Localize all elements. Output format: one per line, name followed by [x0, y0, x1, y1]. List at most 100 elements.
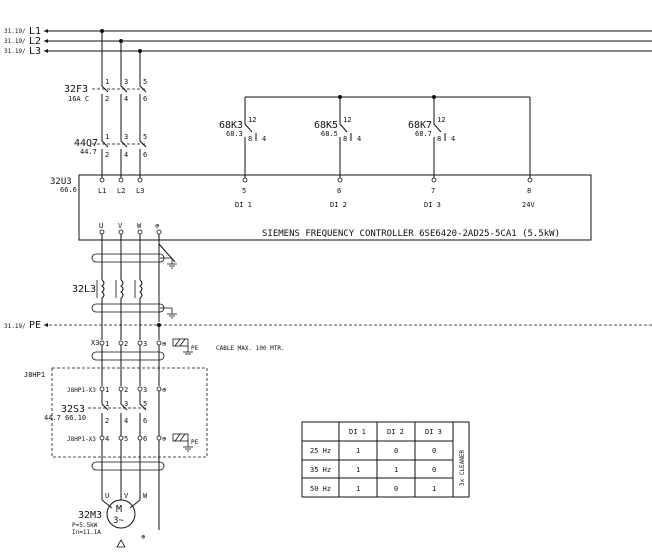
- motor-current: In=11.1A: [72, 529, 101, 536]
- table-cell: 1: [432, 485, 436, 493]
- x3-pe-label: PE: [191, 345, 199, 352]
- table-cell: 1: [394, 466, 398, 474]
- fuse-pin-2: 2: [105, 95, 109, 103]
- motor-term-u: U: [105, 492, 109, 500]
- bus-l1-arrow-icon: [44, 29, 48, 33]
- motor-term-w: W: [143, 492, 148, 500]
- switch-pin: 2: [105, 417, 109, 425]
- relay-pin-a: 8: [343, 135, 347, 143]
- bus-l1-name: L1: [29, 26, 41, 37]
- vfd-term-l1: L1: [98, 187, 106, 195]
- fuse-pin-4: 4: [124, 95, 128, 103]
- bus-l2-name: L2: [29, 36, 41, 47]
- bus-l3-name: L3: [29, 46, 41, 57]
- j8hp1-x3-pe-icon: ⊕: [162, 386, 167, 394]
- relay-pin-b: 4: [262, 135, 266, 143]
- vfd-term-v: V: [118, 222, 123, 230]
- vfd-di-term-6: 6: [337, 187, 341, 195]
- table-cell: 1: [356, 485, 360, 493]
- relay-name: 68K7: [408, 120, 432, 131]
- motor-32m3: U V W M 3~ 32M3 P=5.5kW In=11.1A ⊕: [72, 492, 148, 548]
- bus-l1-ref: 31.19/: [4, 28, 26, 35]
- relay-name: 68K5: [314, 120, 338, 131]
- bus-l3-arrow-icon: [44, 49, 48, 53]
- vfd-32u3: 32U3 66.6 L1 L2 L3 5 6 7 8 DI 1 DI 2 DI …: [50, 174, 592, 241]
- j8hp1-x3-pin: 5: [124, 435, 128, 443]
- j8hp1-pe-label: PE: [191, 439, 199, 446]
- j8hp1-x3-pin: 2: [124, 386, 128, 394]
- x3-pin: 2: [124, 340, 128, 348]
- table-cell-freq: 35 Hz: [310, 466, 331, 474]
- bus-lines: 31.19/ L1 31.19/ L2 31.19/ L3 31.19/ PE: [4, 26, 652, 331]
- vfd-ref: 66.6: [60, 186, 77, 194]
- switch-pin: 3: [124, 400, 128, 408]
- j8hp1-name: J8HP1: [24, 371, 45, 379]
- bus-pe-arrow-icon: [44, 323, 48, 327]
- relay-68k7: 68K7 68.7 12 8 4: [408, 116, 455, 143]
- bus-pe-name: PE: [29, 320, 41, 331]
- switch-name: 32S3: [61, 404, 85, 415]
- vfd-di-term-8: 8: [527, 187, 531, 195]
- shield-clamp-icon: [172, 338, 189, 347]
- fuse-name: 32F3: [64, 84, 88, 95]
- table-header: DI 1: [349, 428, 366, 436]
- vfd-name: 32U3: [50, 177, 72, 187]
- j8hp1-border: [51, 367, 208, 458]
- box-j8hp1: J8HP1 J8HP1-X3 1 2 3 ⊕ 32S3 44.7 66.10 1…: [24, 367, 208, 458]
- fuse-pin-3: 3: [124, 78, 128, 86]
- relay-pin-com: 12: [248, 116, 256, 124]
- switch-ref: 44.7 66.10: [44, 414, 86, 422]
- relay-pin-a: 8: [437, 135, 441, 143]
- relay-pin-b: 4: [357, 135, 361, 143]
- vfd-pe-icon: ⊕: [155, 222, 160, 230]
- contactor-pin-6: 6: [143, 151, 147, 159]
- shield-clamp-icon: [172, 433, 189, 442]
- motor-ground-triangle-icon: [116, 539, 126, 548]
- vfd-di-label: DI 2: [330, 201, 347, 209]
- relay-contacts: [244, 95, 531, 180]
- bus-pe-ref: 31.19/: [4, 323, 26, 330]
- table-side-box: [452, 421, 470, 498]
- j8hp1-x3-pin: 3: [143, 386, 147, 394]
- table-side-label: 3x CLEANER: [459, 449, 466, 486]
- contactor-ref: 44.7: [80, 148, 97, 156]
- relay-ref: 68.3: [226, 130, 243, 138]
- relay-pin-a: 8: [248, 135, 252, 143]
- motor-name: 32M3: [78, 510, 102, 521]
- relay-ref: 68.7: [415, 130, 432, 138]
- motor-pe-icon: ⊕: [141, 533, 146, 541]
- j8hp1-x3-pe-icon: ⊕: [162, 435, 167, 443]
- contactor-pin-3: 3: [124, 133, 128, 141]
- relay-pin-com: 12: [437, 116, 445, 124]
- x3-label: X3: [91, 339, 99, 347]
- bus-l2-arrow-icon: [44, 39, 48, 43]
- relay-name: 68K3: [219, 120, 243, 131]
- contactor-pin-5: 5: [143, 133, 147, 141]
- contactor-pin-4: 4: [124, 151, 128, 159]
- cable-note: CABLE MAX. 100 MTR.: [216, 345, 285, 352]
- motor-term-v: V: [124, 492, 129, 500]
- vfd-term-l2: L2: [117, 187, 125, 195]
- vfd-di-label: 24V: [522, 201, 535, 209]
- contactor-44q7: 44Q7 44.7 1 3 5 2 4 6: [74, 133, 147, 159]
- x3-pe-icon: ⊕: [162, 340, 167, 348]
- vfd-title: SIEMENS FREQUENCY CONTROLLER 6SE6420-2AD…: [262, 229, 560, 239]
- table-cell: 0: [394, 485, 398, 493]
- vfd-box: [78, 174, 592, 241]
- vfd-term-l3: L3: [136, 187, 144, 195]
- reactor-32l3: 32L3: [72, 284, 96, 295]
- j8hp1-x3-pin: 4: [105, 435, 109, 443]
- table-header: DI 3: [425, 428, 442, 436]
- vfd-di-label: DI 3: [424, 201, 441, 209]
- table-cell: 1: [356, 466, 360, 474]
- terminal-x3: X3 1 2 3 ⊕ PE CABLE MAX. 100 MTR.: [91, 338, 285, 386]
- relay-68k5: 68K5 68.5 12 8 4: [314, 116, 361, 143]
- motor-symbol-3phase: 3~: [113, 516, 124, 526]
- table-cell: 1: [356, 447, 360, 455]
- table-cell-freq: 50 Hz: [310, 485, 331, 493]
- fuse-pin-6: 6: [143, 95, 147, 103]
- fuse-32f3: 32F3 16A C 1 3 5 2 4 6: [64, 78, 147, 103]
- switch-pin: 4: [124, 417, 128, 425]
- contactor-name: 44Q7: [74, 138, 98, 149]
